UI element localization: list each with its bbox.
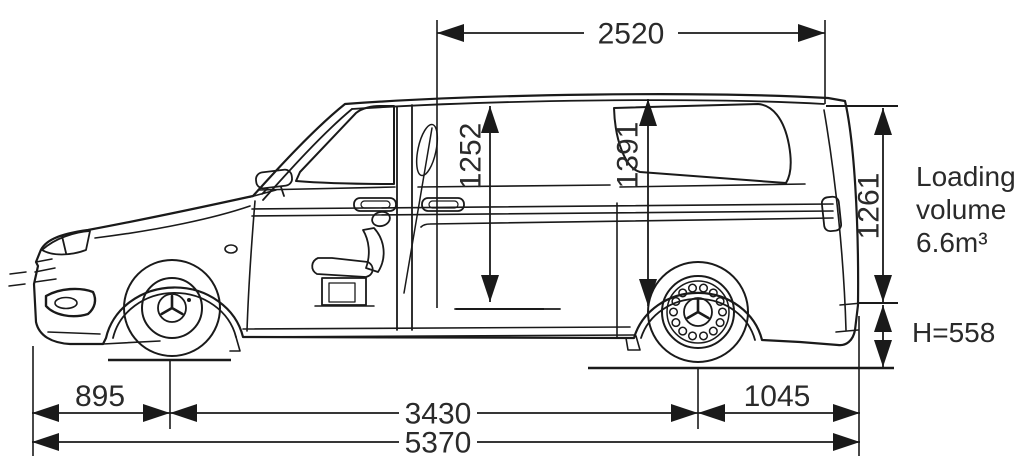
label-side-opening-height: 1252	[455, 123, 488, 190]
fog-lamp-lens	[54, 296, 78, 310]
front-arch-flare	[112, 291, 237, 339]
van-drawing	[8, 93, 863, 363]
bumper-lower-lines	[47, 331, 161, 345]
rear-rim-holes	[668, 283, 728, 341]
side-moldings	[251, 203, 834, 228]
headlight	[41, 230, 91, 256]
label-rear-overhang: 1045	[744, 380, 811, 413]
label-loading-volume-2: volume	[916, 194, 1006, 225]
hood-crease-line	[94, 205, 251, 239]
dim-rear-opening-height	[639, 99, 657, 306]
seat-cushion	[311, 257, 374, 278]
rear-wheel-star-icon	[686, 298, 710, 320]
label-front-overhang: 895	[75, 380, 125, 413]
sliding-door-handle	[421, 197, 465, 212]
side-mirror	[255, 168, 293, 197]
front-mudflap	[229, 336, 241, 352]
label-loading-volume-1: Loading	[916, 161, 1016, 192]
rear-rim-outer	[661, 275, 735, 349]
fog-lamp	[44, 287, 97, 318]
van-body-outline	[32, 93, 860, 347]
front-rim	[141, 277, 203, 339]
label-rear-door-height: 1261	[853, 173, 886, 240]
front-wheel	[123, 259, 221, 357]
dim-rear-door-height	[874, 108, 892, 302]
dim-rear-overhang	[698, 404, 860, 422]
label-overall-length: 5370	[405, 427, 472, 457]
label-loading-length: 2520	[598, 18, 665, 51]
label-rear-opening-height: 1391	[612, 122, 645, 189]
rear-hub	[683, 297, 713, 327]
front-plate-marks	[8, 271, 27, 287]
taillight	[820, 195, 843, 233]
front-wheel-star-icon	[160, 294, 184, 316]
grille-lines	[34, 258, 57, 283]
window-sill-line	[257, 183, 806, 191]
headrest	[371, 210, 391, 228]
seat-base-inner	[328, 282, 356, 303]
seat-belt	[403, 123, 439, 294]
front-door-gap	[246, 200, 256, 332]
rocker-step	[242, 326, 635, 338]
seat-base	[321, 277, 367, 306]
rear-mudflap	[625, 335, 641, 351]
front-valve	[187, 298, 191, 302]
front-door-window	[295, 105, 395, 185]
dim-overall-length	[32, 433, 860, 451]
label-loading-volume-3: 6.6m³	[916, 227, 988, 258]
dim-front-overhang	[32, 404, 170, 422]
rear-door-gap	[823, 109, 847, 331]
seat-back	[362, 227, 385, 273]
dim-wheelbase	[170, 404, 698, 422]
front-door-handle	[353, 197, 397, 212]
rear-tire	[647, 261, 749, 363]
dimension-lines	[32, 24, 892, 451]
front-hub	[157, 293, 187, 323]
dim-side-opening-height	[481, 106, 499, 302]
rear-quarter-window	[613, 103, 792, 184]
dimension-labels: 2520 1252 1391 1261 895 3430 1045 5370 H…	[75, 18, 1016, 457]
label-sill-height: H=558	[912, 317, 995, 348]
ground-lines	[108, 358, 894, 370]
b-pillar	[396, 104, 413, 331]
label-wheelbase: 3430	[405, 398, 472, 431]
dim-loading-length	[437, 24, 825, 42]
fender-repeater	[224, 244, 238, 254]
extension-lines	[32, 20, 898, 456]
front-tire	[123, 259, 221, 357]
driver-seat	[311, 210, 391, 307]
wiper	[249, 187, 277, 198]
rear-rim-inner	[666, 280, 730, 344]
rear-wheel	[647, 261, 749, 363]
dim-sill-height	[874, 305, 892, 367]
